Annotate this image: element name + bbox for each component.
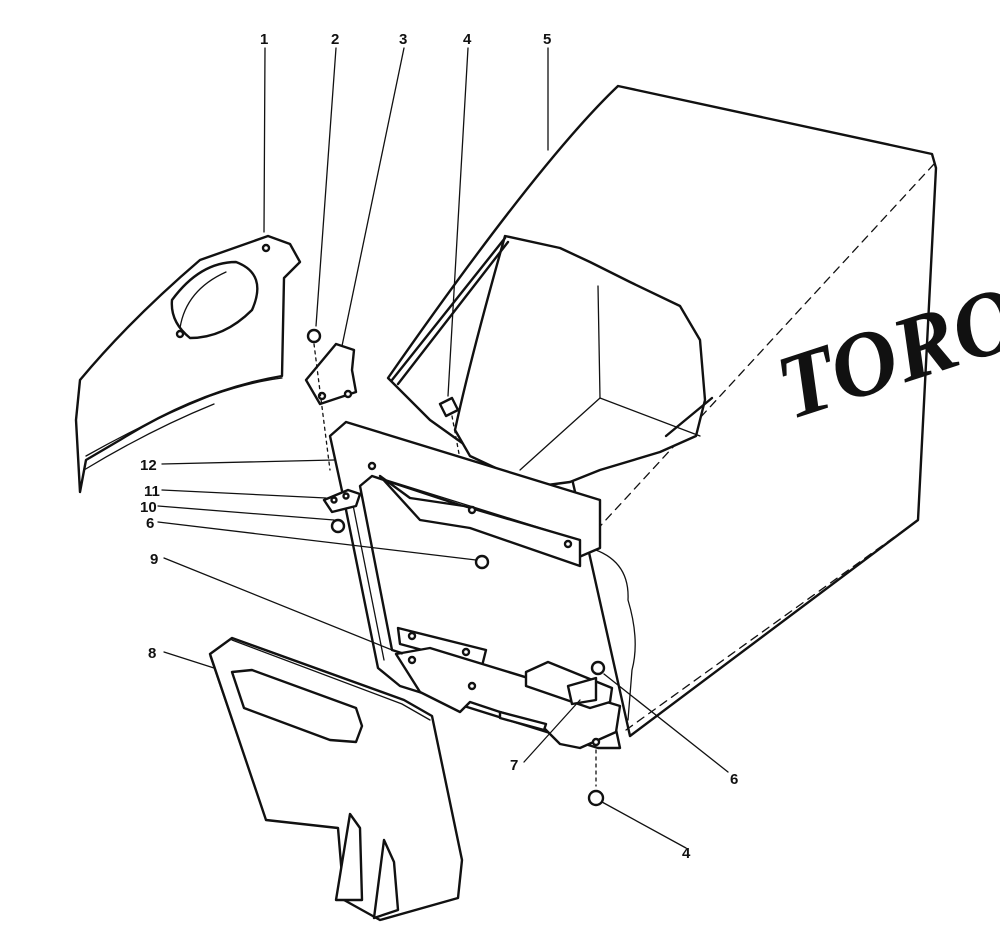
bolt-part-4-upper xyxy=(438,396,463,471)
callout-9: 9 xyxy=(150,551,158,568)
callout-7: 7 xyxy=(510,757,518,774)
bracket-part-3 xyxy=(304,342,358,406)
callout-labels: 1 2 3 4 5 12 11 10 6 9 8 7 6 4 xyxy=(140,31,738,862)
callout-10: 10 xyxy=(140,499,157,516)
callout-5: 5 xyxy=(543,31,551,48)
callout-6-right: 6 xyxy=(730,771,738,788)
nut-part-10-6 xyxy=(330,518,490,570)
deflector-part-1 xyxy=(74,234,302,494)
latch-part-7 xyxy=(524,660,614,710)
cover-part-8 xyxy=(208,636,464,922)
leader-lines xyxy=(157,47,729,849)
nut-part-2 xyxy=(306,328,331,471)
callout-11: 11 xyxy=(144,483,160,500)
callout-6-left: 6 xyxy=(146,515,154,532)
callout-3: 3 xyxy=(399,31,407,48)
callout-12: 12 xyxy=(140,457,157,474)
callout-1: 1 xyxy=(260,31,268,48)
callout-8: 8 xyxy=(148,645,156,662)
callout-4-bottom: 4 xyxy=(682,845,691,862)
hinge-part-11 xyxy=(322,488,362,514)
callout-4-top: 4 xyxy=(463,31,472,48)
bolt-part-4-lower xyxy=(587,749,605,807)
callout-2: 2 xyxy=(331,31,339,48)
grass-bag-part-5: TORO xyxy=(386,84,1000,738)
